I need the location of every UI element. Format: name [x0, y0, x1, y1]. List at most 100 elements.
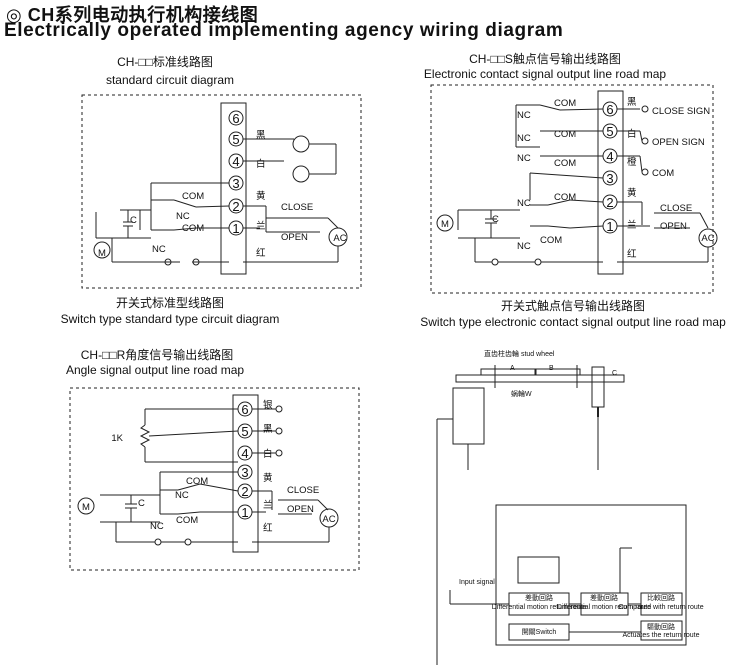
standard-terminal-1: 1	[232, 221, 239, 236]
standard-ac-label: AC	[333, 233, 346, 244]
standard-terminal-block	[220, 102, 247, 275]
signal-close-sign: CLOSE SIGN	[652, 106, 710, 117]
mech-input-signal: Input signal	[459, 579, 495, 586]
signal-com-out: COM	[652, 168, 674, 179]
mech-diff-en: Differential motion return route	[492, 604, 587, 611]
angle-resistor-label: 1K	[111, 433, 123, 444]
mech-actuate-cn: 驅動回路	[647, 622, 675, 631]
angle-title-cn: CH-□□R角度信号输出线路图	[81, 347, 234, 362]
standard-terminals	[228, 110, 244, 236]
signal-caption-en: Switch type electronic contact signal ou…	[420, 315, 726, 329]
standard-caption-en: Switch type standard type circuit diagra…	[61, 312, 280, 326]
signal-terminal-6: 6	[606, 102, 613, 117]
mech-motor-box	[452, 387, 485, 445]
signal-com-4: COM	[554, 192, 576, 203]
angle-com-upper: COM	[186, 476, 208, 487]
signal-terminal-4: 4	[606, 149, 613, 164]
header-title-en: Electrically operated implementing agenc…	[4, 20, 564, 41]
mech-diff2-cn: 差動回路	[590, 593, 618, 602]
angle-wire-white: 白	[263, 448, 273, 460]
standard-wire-red: 红	[256, 247, 266, 259]
angle-diagram: CH-□□R角度信号输出线路图 Angle signal output line…	[66, 347, 360, 571]
signal-com-3: COM	[554, 158, 576, 169]
standard-wire-yellow: 黄	[256, 190, 266, 202]
mech-display-box	[517, 556, 560, 584]
mech-gear-shaft	[455, 374, 625, 383]
signal-wire-white: 白	[627, 128, 637, 140]
signal-dashed-boundary	[430, 84, 714, 294]
mech-diagram: 直齿柱齿輪 stud wheel A B C 蜗輪W Input signal …	[436, 349, 704, 665]
signal-terminal-5: 5	[606, 124, 613, 139]
standard-title-en: standard circuit diagram	[106, 73, 234, 87]
signal-diagram: CH-□□S触点信号输出线路图 Electronic contact signa…	[420, 51, 726, 329]
standard-capacitor-label: C	[130, 215, 137, 226]
angle-wire-yellow: 黄	[263, 472, 273, 484]
standard-wire-blue: 兰	[256, 220, 266, 232]
angle-close-label: CLOSE	[287, 485, 319, 496]
signal-close-label: CLOSE	[660, 203, 692, 214]
signal-com-1: COM	[554, 98, 576, 109]
standard-terminal-6: 6	[232, 111, 239, 126]
standard-wire-black: 黑	[256, 130, 266, 141]
signal-nc-1: NC	[517, 110, 531, 121]
signal-open-label: OPEN	[660, 221, 687, 232]
angle-wire-black: 黑	[263, 424, 273, 435]
angle-terminal-1: 1	[241, 505, 248, 520]
angle-terminal-4: 4	[241, 446, 248, 461]
angle-terminal-6: 6	[241, 402, 248, 417]
signal-wire-orange: 橙	[627, 156, 637, 168]
angle-capacitor-label: C	[138, 498, 145, 509]
mech-control-box	[495, 504, 687, 646]
angle-nc-lower: NC	[150, 521, 164, 532]
mech-gear-b	[535, 368, 581, 376]
signal-nc-4: NC	[517, 198, 531, 209]
signal-com-2: COM	[554, 129, 576, 140]
standard-close-label: CLOSE	[281, 202, 313, 213]
standard-lamps	[243, 135, 337, 183]
signal-terminal-1: 1	[606, 219, 613, 234]
header-title-cn: ◎ CH系列电动执行机构接线图	[6, 5, 259, 25]
angle-terminal-block	[232, 394, 259, 553]
signal-nc-3: NC	[517, 153, 531, 164]
mech-diff2-en: Differential motion return route	[557, 604, 652, 611]
angle-motor-label: M	[82, 502, 90, 513]
signal-terminal-2: 2	[606, 195, 613, 210]
signal-nc-5: NC	[517, 241, 531, 252]
mech-label-c: C	[612, 370, 617, 377]
standard-terminal-2: 2	[232, 199, 239, 214]
standard-wiring	[93, 182, 348, 266]
mech-worm: 蜗輪W	[511, 389, 532, 398]
angle-wire-silver: 银	[263, 399, 273, 411]
signal-ac-label: AC	[701, 233, 714, 244]
signal-title-cn: CH-□□S触点信号输出线路图	[469, 51, 621, 66]
standard-open-label: OPEN	[281, 232, 308, 243]
signal-open-sign: OPEN SIGN	[652, 137, 705, 148]
standard-wire-white: 白	[256, 158, 266, 170]
angle-dashed-boundary	[69, 387, 360, 571]
signal-terminal-3: 3	[606, 171, 613, 186]
signal-wire-blue: 兰	[627, 219, 637, 231]
signal-terminal-block	[597, 90, 624, 275]
signal-wiring	[436, 104, 718, 266]
standard-nc-lower: NC	[152, 244, 166, 255]
mech-switch-label: 開關Switch	[522, 628, 557, 636]
angle-terminal-5: 5	[241, 424, 248, 439]
angle-wire-blue: 兰	[263, 499, 273, 511]
standard-terminal-5: 5	[232, 132, 239, 147]
angle-wiring	[77, 405, 339, 546]
signal-com-5: COM	[540, 235, 562, 246]
signal-wire-red: 红	[627, 248, 637, 260]
angle-open-label: OPEN	[287, 504, 314, 515]
standard-motor-label: M	[98, 248, 106, 259]
signal-terminals	[602, 101, 618, 234]
angle-nc-upper: NC	[175, 490, 189, 501]
mech-diff-cn: 差動回路	[525, 593, 553, 602]
signal-title-en: Electronic contact signal output line ro…	[424, 67, 666, 81]
standard-terminal-3: 3	[232, 176, 239, 191]
mech-stud-wheel: 直齿柱齿輪 stud wheel	[484, 349, 555, 358]
mech-gear-c	[591, 366, 605, 408]
standard-caption-cn: 开关式标准型线路图	[116, 295, 224, 310]
angle-wire-red: 红	[263, 522, 273, 534]
mech-compare-en: Compared with return route	[618, 604, 703, 611]
